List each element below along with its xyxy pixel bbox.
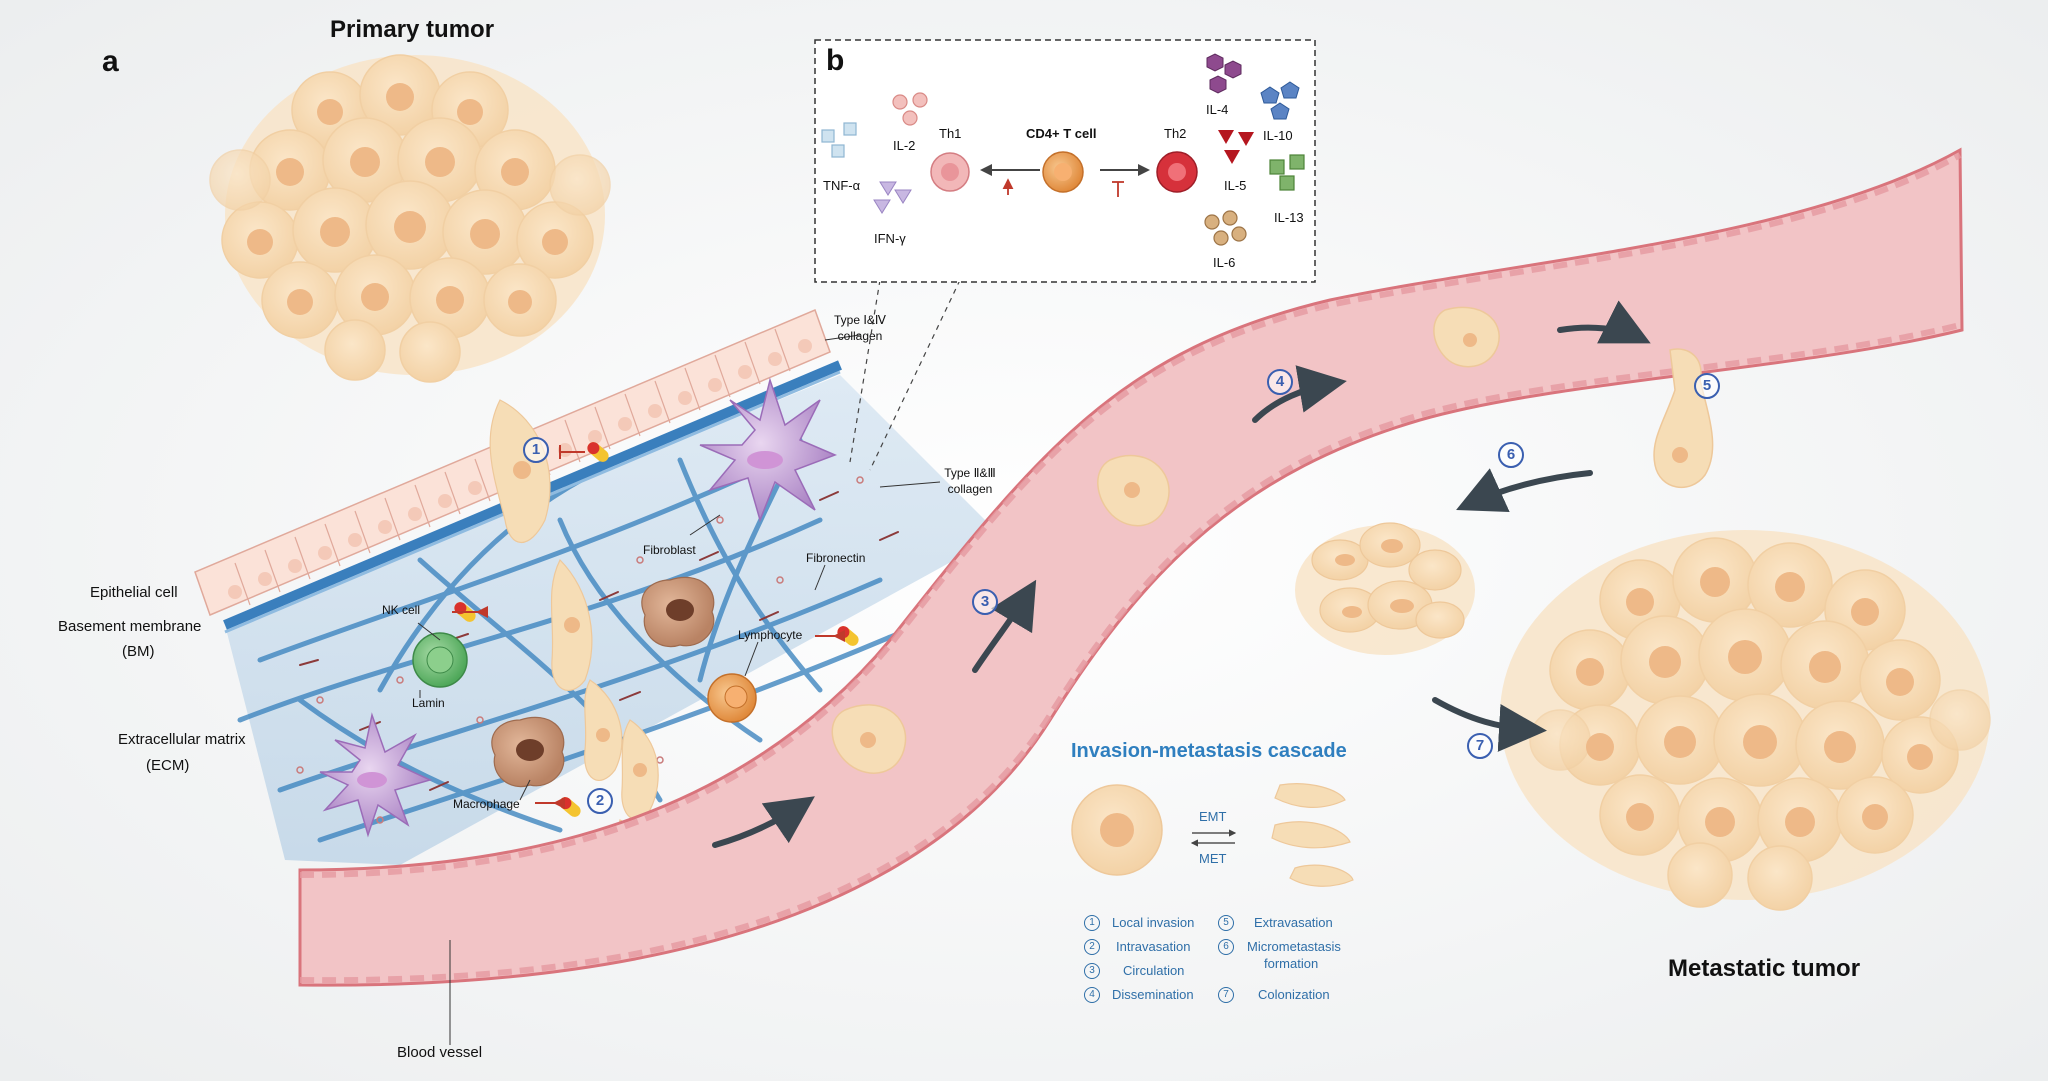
met-label: MET bbox=[1199, 851, 1227, 866]
macrophage-label: Macrophage bbox=[453, 797, 520, 811]
extracellular-matrix-label: Extracellular matrix bbox=[118, 731, 246, 748]
legend-text-7: Colonization bbox=[1258, 987, 1330, 1002]
panel-letter-b: b bbox=[826, 44, 845, 77]
step-7-marker: 7 bbox=[1467, 733, 1493, 759]
legend-num-3: 3 bbox=[1084, 963, 1100, 979]
step-3-marker: 3 bbox=[972, 589, 998, 615]
legend-text-6b: formation bbox=[1264, 956, 1319, 971]
legend-num-4: 4 bbox=[1084, 987, 1100, 1003]
step-2-marker: 2 bbox=[587, 788, 613, 814]
primary-tumor-mass bbox=[209, 54, 611, 383]
legend-num-2: 2 bbox=[1084, 939, 1100, 955]
th2-label: Th2 bbox=[1164, 126, 1187, 141]
il5-label: IL-5 bbox=[1224, 178, 1247, 193]
metastatic-tumor-title: Metastatic tumor bbox=[1668, 955, 1861, 982]
ifn-gamma-label: IFN-γ bbox=[874, 231, 906, 246]
th1-label: Th1 bbox=[939, 126, 962, 141]
macrophage-cell bbox=[641, 576, 715, 648]
primary-tumor-title: Primary tumor bbox=[330, 16, 495, 43]
epithelial-cell-label: Epithelial cell bbox=[90, 584, 178, 601]
legend-text-6: Micrometastasis bbox=[1247, 939, 1341, 954]
metastatic-tumor-mass bbox=[1500, 530, 1991, 911]
nk-cell bbox=[412, 632, 468, 688]
bm-label: (BM) bbox=[122, 643, 155, 660]
legend-num-1: 1 bbox=[1084, 915, 1100, 931]
blood-vessel bbox=[298, 147, 1964, 987]
il2-label: IL-2 bbox=[893, 138, 916, 153]
lymphocyte-label: Lymphocyte bbox=[738, 628, 803, 642]
lymphocyte-cell bbox=[707, 673, 757, 723]
type-2-3-collagen-label-2: collagen bbox=[947, 482, 993, 496]
legend-text-3: Circulation bbox=[1123, 963, 1185, 978]
legend-num-7: 7 bbox=[1218, 987, 1234, 1003]
panel-letter-a: a bbox=[102, 45, 119, 78]
ecm-label: (ECM) bbox=[146, 757, 190, 774]
il10-label: IL-10 bbox=[1263, 128, 1293, 143]
emt-label: EMT bbox=[1199, 809, 1227, 824]
il6-label: IL-6 bbox=[1213, 255, 1236, 270]
lamin-label: Lamin bbox=[412, 696, 445, 710]
tnf-alpha-label: TNF-α bbox=[823, 178, 861, 193]
micrometastasis bbox=[1295, 522, 1475, 655]
cascade-title: Invasion-metastasis cascade bbox=[1071, 740, 1347, 762]
cd4-t-cell-label: CD4+ T cell bbox=[1026, 126, 1097, 141]
step-6-marker: 6 bbox=[1498, 442, 1524, 468]
emt-met-inset bbox=[1071, 783, 1354, 887]
type-2-3-collagen-label-1: Type Ⅱ&Ⅲ bbox=[944, 466, 996, 480]
step-5-marker: 5 bbox=[1694, 373, 1720, 399]
second-macrophage-cell bbox=[491, 716, 565, 788]
il13-label: IL-13 bbox=[1274, 210, 1304, 225]
basement-membrane-label: Basement membrane bbox=[58, 618, 202, 635]
legend-text-4: Dissemination bbox=[1112, 987, 1194, 1002]
type-1-4-collagen-label-2: collagen bbox=[837, 329, 883, 343]
blood-vessel-label: Blood vessel bbox=[397, 1044, 483, 1061]
legend-text-2: Intravasation bbox=[1116, 939, 1191, 954]
cascade-arrows bbox=[712, 300, 1651, 848]
il4-label: IL-4 bbox=[1206, 102, 1229, 117]
fibronectin-label: Fibronectin bbox=[806, 551, 866, 565]
nk-cell-label: NK cell bbox=[382, 603, 421, 617]
second-fibroblast-cell bbox=[319, 712, 433, 838]
legend-text-5: Extravasation bbox=[1254, 915, 1333, 930]
panel-b-icons bbox=[821, 53, 1305, 246]
legend-text-1: Local invasion bbox=[1112, 915, 1195, 930]
fibroblast-label: Fibroblast bbox=[643, 543, 696, 557]
legend-num-6: 6 bbox=[1218, 939, 1234, 955]
step-1-marker: 1 bbox=[523, 437, 549, 463]
step-4-marker: 4 bbox=[1267, 369, 1293, 395]
fibroblast-cell bbox=[699, 377, 838, 523]
legend-num-5: 5 bbox=[1218, 915, 1234, 931]
type-1-4-collagen-label-1: Type Ⅰ&Ⅳ bbox=[834, 313, 886, 327]
